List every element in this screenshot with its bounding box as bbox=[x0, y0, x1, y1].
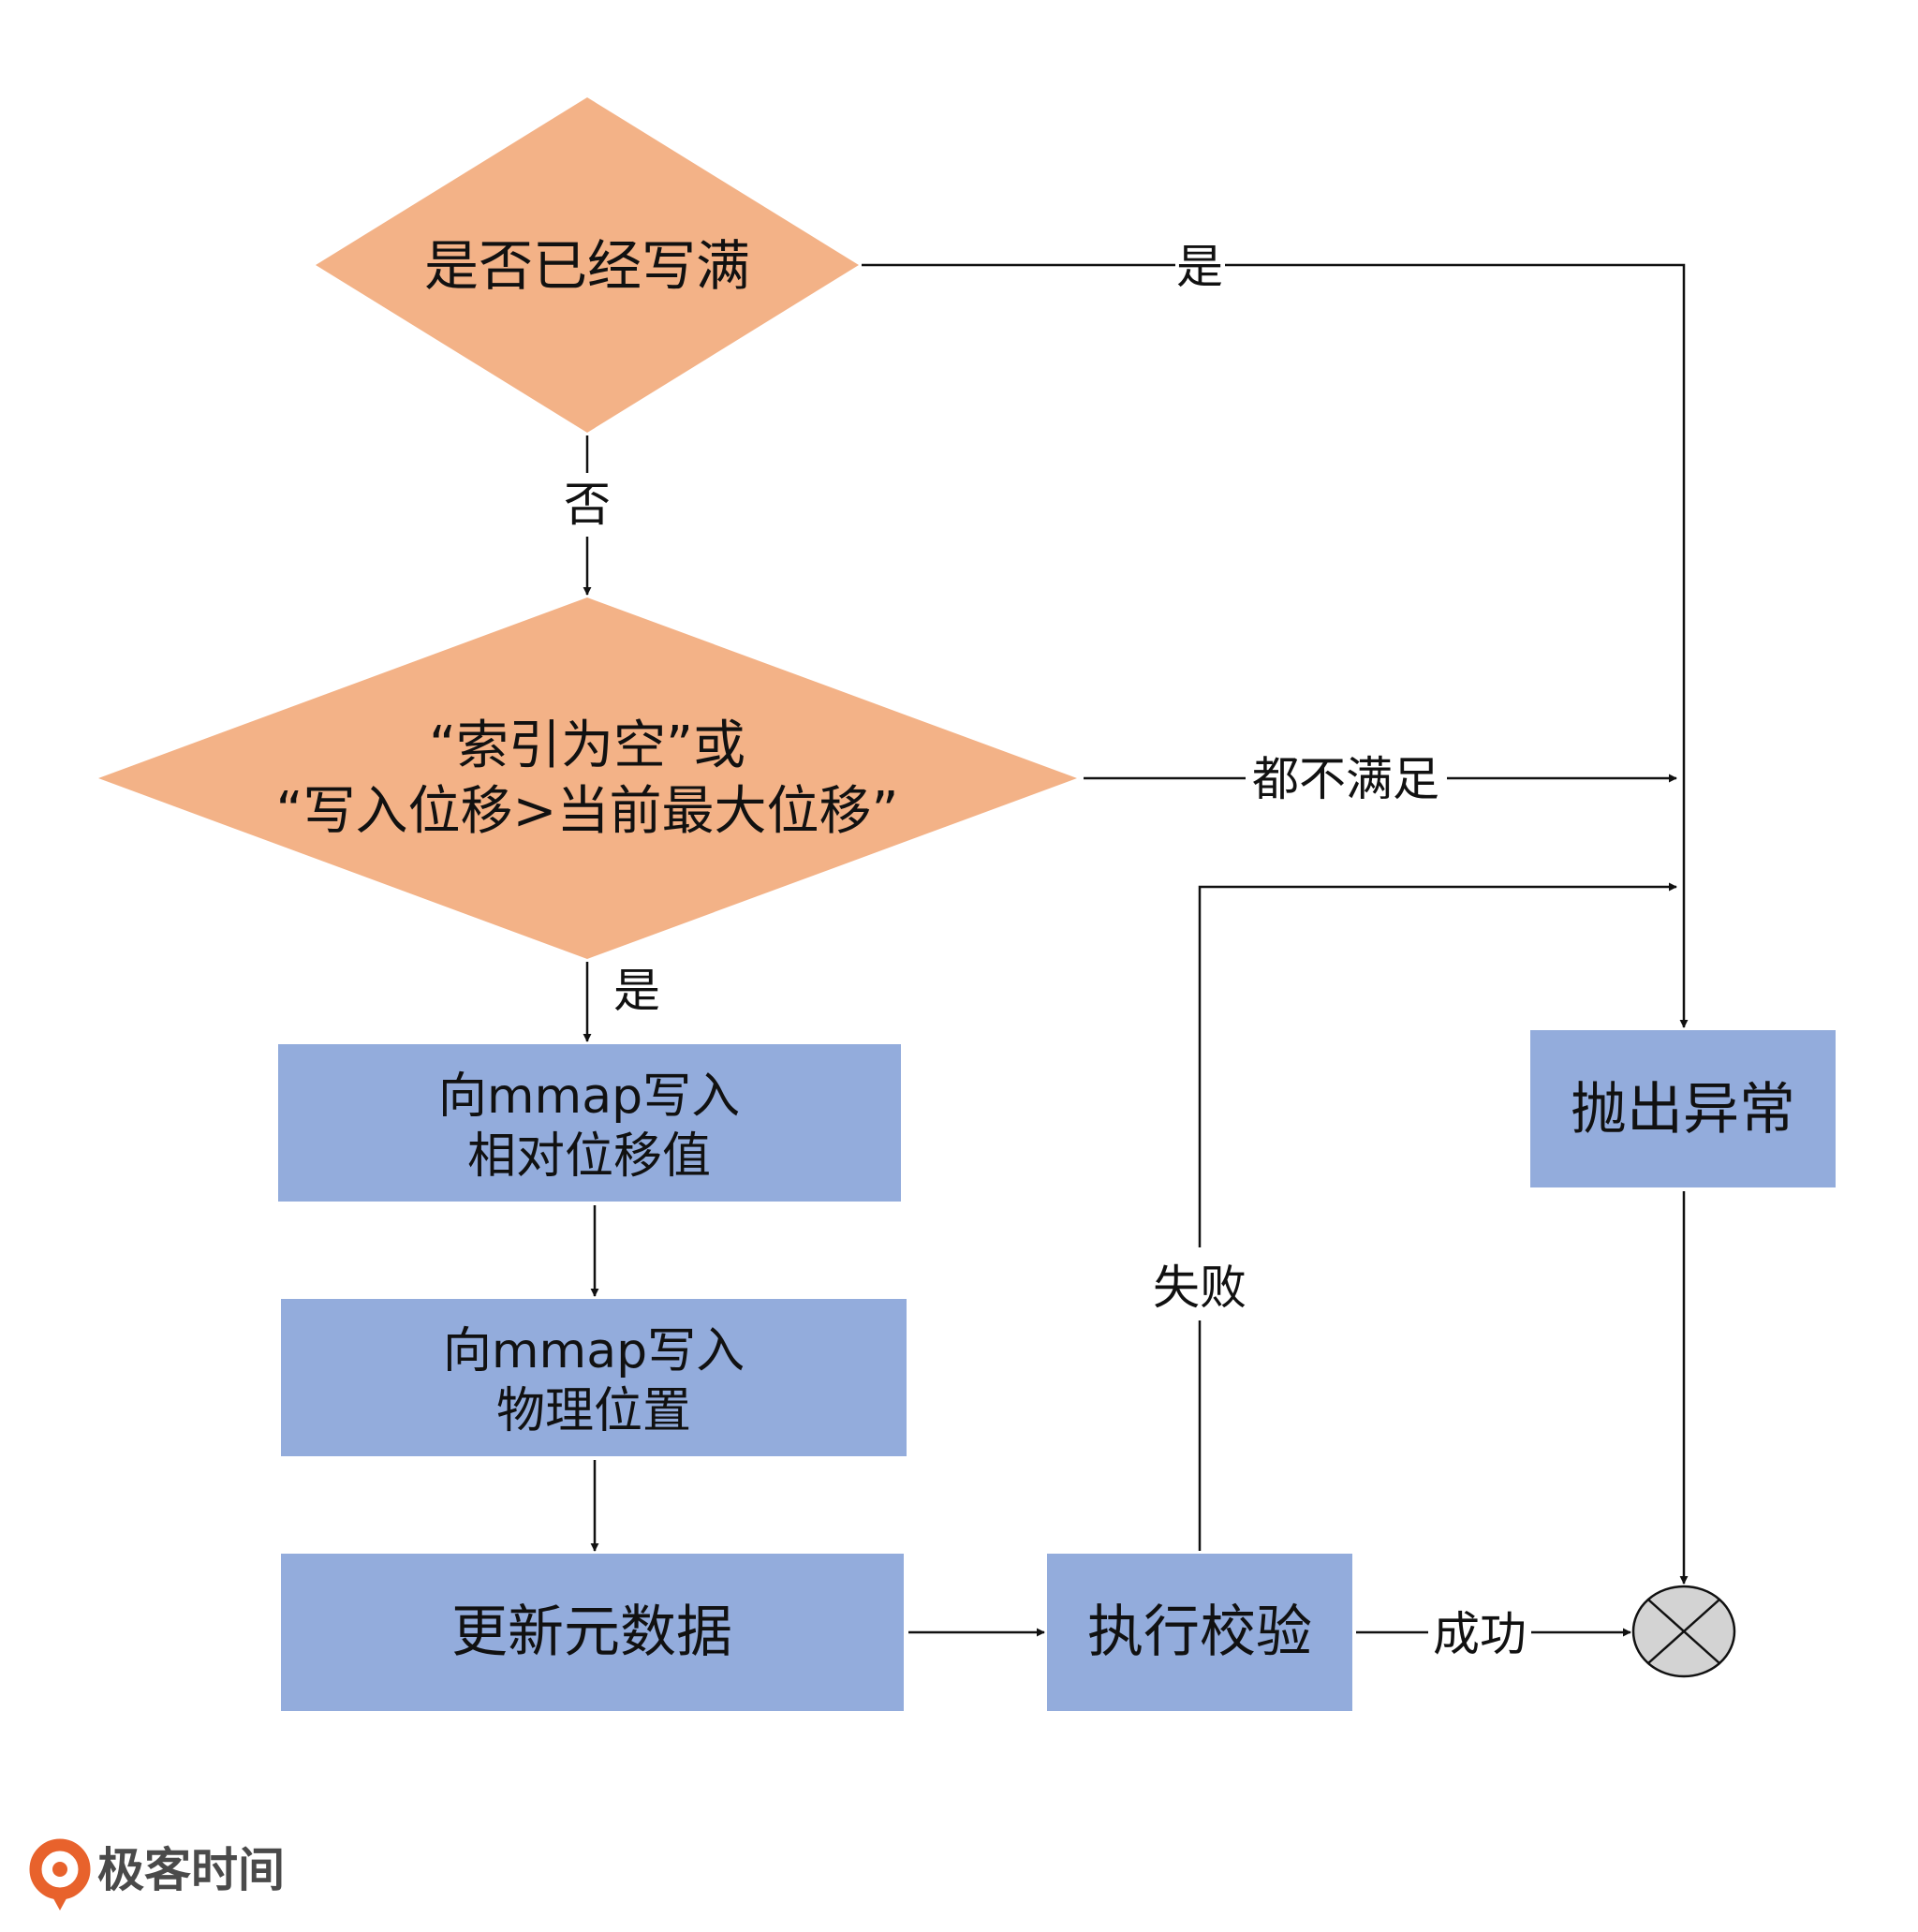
edge-full-yes-right bbox=[1225, 263, 1689, 1028]
cross-circle-icon bbox=[1631, 1585, 1736, 1678]
edge-label-full-no: 否 bbox=[564, 478, 611, 532]
logo-text: 极客时间 bbox=[97, 1843, 285, 1897]
edge-label-index-neither: 都不满足 bbox=[1252, 752, 1439, 806]
node-throw-exception-label: 抛出异常 bbox=[1571, 1077, 1795, 1143]
node-is-full-label: 是否已经写满 bbox=[424, 234, 750, 298]
edge-label-verify-success: 成功 bbox=[1433, 1607, 1527, 1661]
process-throw-exception-shape bbox=[1530, 1030, 1836, 1187]
connectors bbox=[583, 263, 1689, 1637]
geektime-logo-icon bbox=[29, 1838, 91, 1910]
decision-is-full-shape bbox=[316, 97, 859, 433]
process-verify-shape bbox=[1047, 1554, 1352, 1711]
node-write-physical-line2: 物理位置 bbox=[496, 1383, 691, 1439]
node-write-relative-line2: 相对位移值 bbox=[467, 1128, 711, 1185]
decision-index-check-shape bbox=[98, 597, 1077, 959]
edge-label-full-yes: 是 bbox=[1176, 240, 1223, 294]
edge-label-index-yes: 是 bbox=[613, 964, 660, 1018]
node-update-meta-label: 更新元数据 bbox=[451, 1600, 732, 1665]
node-verify-label: 执行校验 bbox=[1087, 1600, 1312, 1665]
node-write-relative-line1: 向mmap写入 bbox=[438, 1069, 740, 1125]
node-index-check-line1: “索引为空”或 bbox=[429, 715, 745, 776]
node-index-check-line2: “写入位移>当前最大位移” bbox=[276, 781, 899, 842]
process-update-meta-shape bbox=[281, 1554, 904, 1711]
edge-label-verify-fail: 失败 bbox=[1153, 1261, 1247, 1315]
process-write-relative-shape bbox=[278, 1044, 901, 1202]
process-write-physical-shape bbox=[281, 1299, 907, 1456]
node-write-physical-line1: 向mmap写入 bbox=[443, 1323, 745, 1379]
edge-verify-fail-upper bbox=[1198, 882, 1677, 1247]
